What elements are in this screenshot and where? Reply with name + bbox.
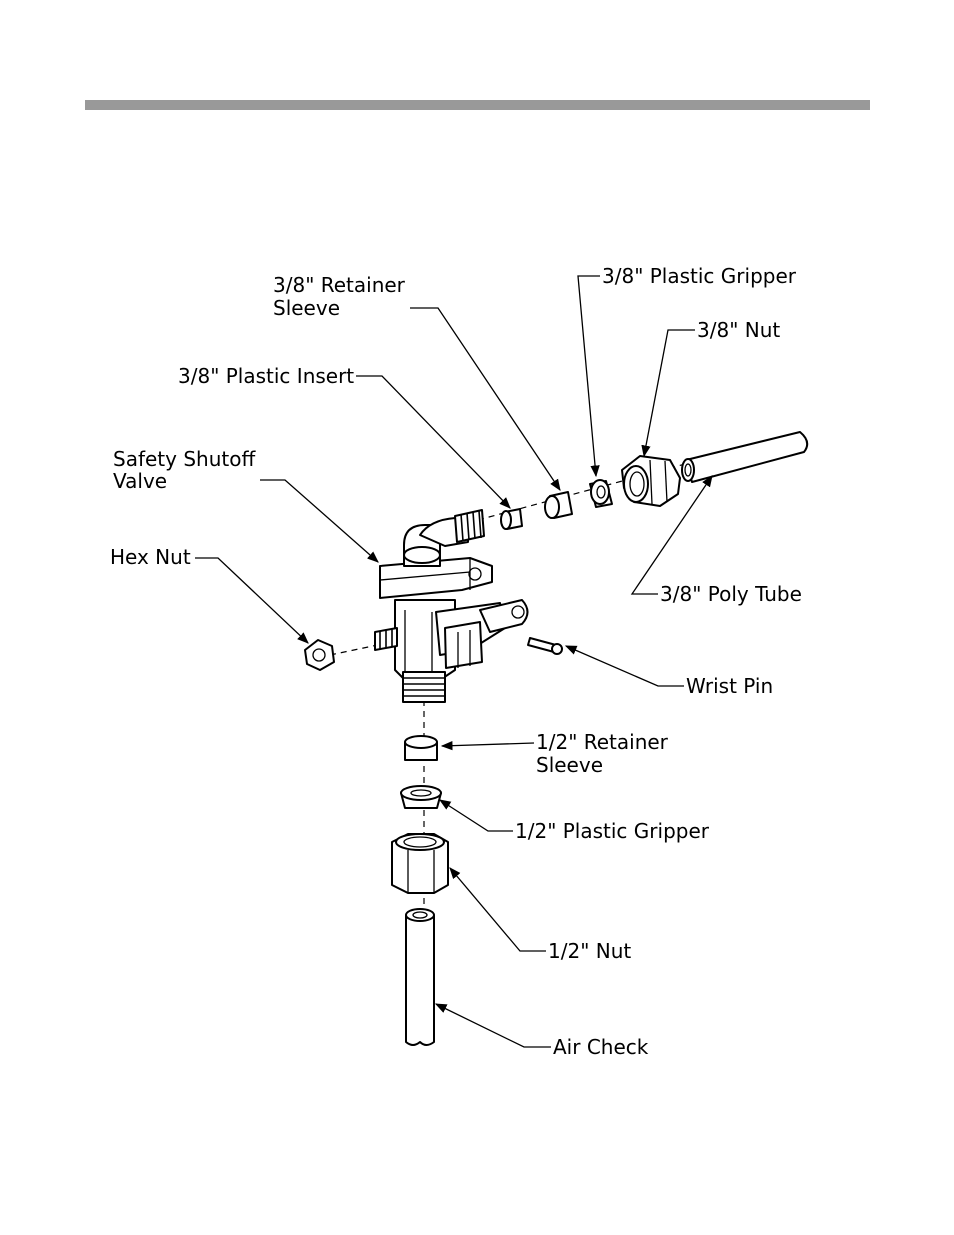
label-plastic-gripper-38: 3/8" Plastic Gripper: [602, 264, 797, 288]
label-safety-valve-line1: Safety Shutoff: [113, 447, 256, 471]
leader-nut-12: [449, 867, 546, 952]
safety-shutoff-valve-part: [374, 509, 529, 703]
label-plastic-insert-38: 3/8" Plastic Insert: [178, 364, 354, 388]
leader-retainer-sleeve-38: [410, 307, 561, 491]
label-retainer-sleeve-38-line2: Sleeve: [273, 296, 340, 320]
plastic-gripper-12-part: [400, 785, 442, 809]
label-hex-nut: Hex Nut: [110, 545, 191, 569]
leader-safety-valve: [260, 479, 379, 563]
retainer-sleeve-12-part: [404, 735, 438, 761]
hex-nut-part: [304, 639, 335, 671]
leader-poly-tube-38: [630, 475, 713, 595]
poly-tube-38-part: [681, 431, 809, 483]
air-check-part: [405, 908, 435, 1046]
plastic-insert-38-part: [500, 508, 523, 530]
label-retainer-sleeve-12-line1: 1/2" Retainer: [536, 730, 669, 754]
leader-air-check: [434, 1003, 551, 1048]
leader-retainer-sleeve-12: [440, 740, 535, 751]
plastic-gripper-38-part: [589, 479, 613, 508]
leader-plastic-insert-38: [356, 375, 511, 509]
label-wrist-pin: Wrist Pin: [686, 674, 773, 698]
leader-nut-38: [641, 329, 695, 458]
label-retainer-sleeve-12-line2: Sleeve: [536, 753, 603, 777]
nut-12-part: [391, 833, 449, 894]
label-safety-valve-line2: Valve: [113, 469, 167, 493]
label-retainer-sleeve-38-line1: 3/8" Retainer: [273, 273, 406, 297]
leader-hex-nut: [195, 557, 309, 644]
nut-38-part: [621, 455, 681, 507]
label-nut-38: 3/8" Nut: [697, 318, 780, 342]
label-nut-12: 1/2" Nut: [548, 939, 631, 963]
label-plastic-gripper-12: 1/2" Plastic Gripper: [515, 819, 710, 843]
label-poly-tube-38: 3/8" Poly Tube: [660, 582, 802, 606]
wrist-pin-part: [527, 637, 563, 655]
label-air-check: Air Check: [553, 1035, 649, 1059]
leader-plastic-gripper-12: [439, 799, 513, 832]
leader-plastic-gripper-38: [577, 275, 600, 478]
retainer-sleeve-38-part: [544, 491, 573, 519]
leader-wrist-pin: [564, 645, 684, 687]
header-rule: [85, 100, 870, 110]
